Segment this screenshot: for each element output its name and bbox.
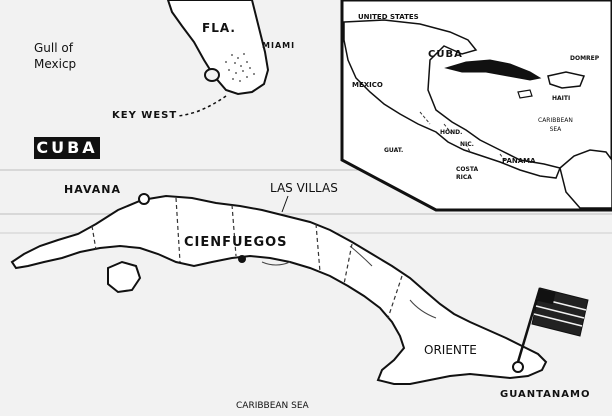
inset-panama-label: PANAMA (502, 157, 536, 165)
florida-keys (177, 95, 227, 117)
inset-haiti-label: HAITI (552, 95, 571, 102)
lake-okeechobee (204, 68, 220, 82)
us-flag-icon (516, 287, 589, 363)
inset-borders (419, 111, 507, 163)
inset-hispaniola (547, 71, 586, 89)
gulf-of-mexico-label: Gull of Mexicp (34, 41, 77, 71)
inset-costa-rica-label: COSTA RICA (456, 166, 479, 181)
city-dot-icon (238, 255, 246, 263)
miami-label: MIAMI (262, 41, 296, 50)
inset-jamaica (517, 89, 533, 99)
inset-domrep-label: DOMREP (570, 55, 600, 62)
cuba-title-tag: CUBA (34, 137, 100, 159)
inset-guatemala-label: GUAT. (384, 147, 404, 154)
inset-mexico-label: MEXICO (352, 81, 383, 89)
caribbean-sea-label: CARIBBEAN SEA (236, 401, 309, 411)
inset-honduras-label: HOND. (440, 129, 463, 136)
inset-united-states-label: UNITED STATES (358, 13, 419, 21)
florida-landmass (166, 0, 270, 96)
oriente-label: ORIENTE (424, 343, 477, 357)
guantanamo-label: GUANTANAMO (500, 389, 591, 400)
inset-south-america (559, 149, 612, 209)
las-villas-pointer (281, 195, 289, 213)
isle-of-pines (107, 260, 142, 294)
province-borders (91, 197, 403, 319)
key-west-label: KEY WEST (112, 110, 178, 121)
cienfuegos-label: CIENFUEGOS (184, 235, 288, 250)
everglades-stipple (225, 53, 255, 82)
havana-label: HAVANA (64, 183, 121, 196)
las-villas-label: LAS VILLAS (270, 181, 338, 195)
city-dot-icon (138, 193, 150, 205)
city-dot-icon (512, 361, 524, 373)
inset-nicaragua-label: NIC. (460, 141, 474, 148)
cuba-landmass (10, 194, 548, 385)
inset-cuba (444, 59, 542, 81)
inset-north-america (343, 19, 562, 179)
inset-caribbean-sea-label: CARIBBEAN SEA (538, 117, 573, 133)
inset-cuba-label: CUBA (428, 49, 463, 60)
florida-label: FLA. (202, 21, 236, 35)
river-lines (261, 245, 437, 319)
